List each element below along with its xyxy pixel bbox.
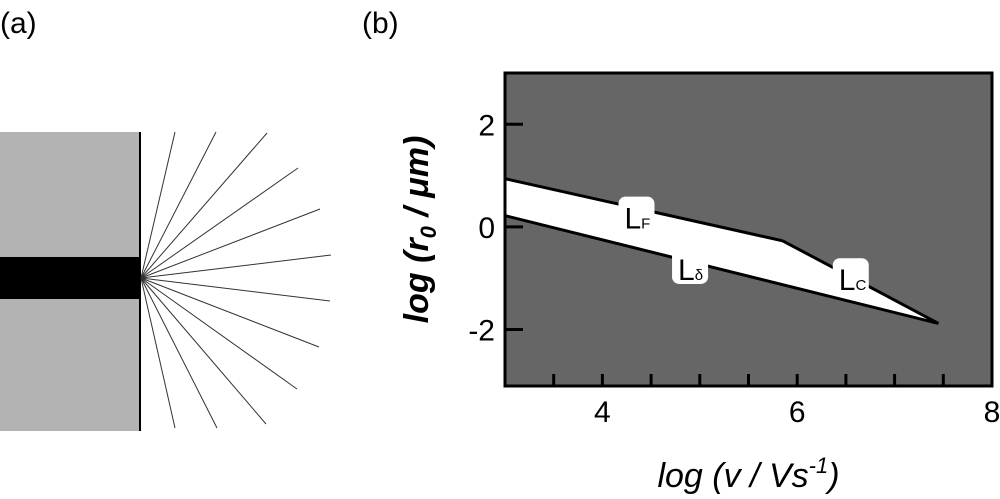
x-axis-label: log (v / Vs-1) bbox=[657, 453, 839, 495]
black-electrode-bar bbox=[0, 257, 140, 299]
ray-line bbox=[140, 277, 218, 429]
x-axis-label-end: ) bbox=[824, 457, 839, 495]
y-tick-label: 2 bbox=[478, 109, 495, 142]
annotation-subscript: F bbox=[641, 216, 650, 233]
annotation-subscript: δ bbox=[695, 267, 703, 284]
annotation-label-lc: LC bbox=[839, 264, 867, 297]
x-tick-label: 8 bbox=[984, 396, 1000, 429]
y-tick-label: -2 bbox=[468, 315, 495, 348]
ray-line bbox=[140, 167, 299, 279]
ray-line bbox=[140, 277, 298, 390]
ray-line bbox=[140, 277, 331, 302]
ray-line bbox=[140, 131, 176, 279]
y-axis-label: log (r0 / μm) bbox=[398, 136, 441, 324]
ray-line bbox=[140, 132, 268, 279]
x-tick-label: 6 bbox=[789, 396, 806, 429]
ray-line bbox=[140, 277, 176, 429]
x-axis-label-superscript: -1 bbox=[809, 453, 829, 478]
x-tick-label: 4 bbox=[594, 396, 611, 429]
valid-region bbox=[505, 178, 939, 324]
annotation-subscript: C bbox=[855, 277, 866, 294]
y-axis-label-end: / μm) bbox=[398, 136, 436, 226]
panel-a-diagram bbox=[0, 131, 332, 431]
y-axis-label-subscript: 0 bbox=[416, 225, 441, 238]
y-tick-label: 0 bbox=[478, 212, 495, 245]
ray-line bbox=[140, 277, 267, 425]
panel-b-label: (b) bbox=[362, 7, 399, 40]
panel-a-label: (a) bbox=[0, 7, 37, 40]
ray-line bbox=[140, 131, 217, 279]
ray-line bbox=[140, 254, 332, 279]
annotation-box-lc bbox=[832, 258, 869, 295]
annotation-box-lf bbox=[618, 196, 655, 233]
ray-line bbox=[140, 208, 321, 279]
diffusion-rays bbox=[140, 131, 332, 429]
annotation-box-ldelta bbox=[672, 247, 709, 284]
ray-line bbox=[140, 277, 320, 348]
series-line-ldelta bbox=[504, 214, 939, 325]
